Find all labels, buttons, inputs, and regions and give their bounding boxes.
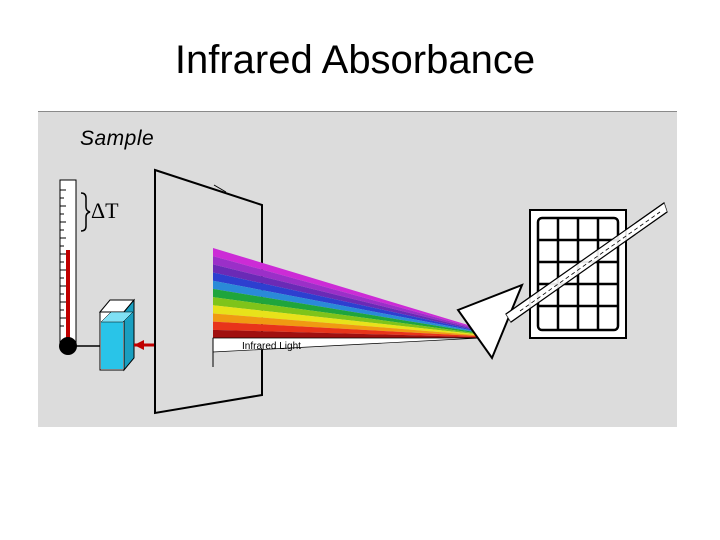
sample-label: Sample	[80, 127, 155, 150]
spectrum-band	[213, 272, 478, 332]
page-title: Infrared Absorbance	[174, 38, 536, 82]
spectrum-band	[213, 256, 478, 330]
spectrum-band	[213, 305, 478, 336]
delta-t-label: ΔT	[91, 198, 119, 223]
infrared-light-label: Infrared Light	[242, 341, 301, 352]
sample-cuvette	[98, 298, 136, 372]
spectrum-band	[213, 297, 478, 335]
delta-t-brace	[80, 192, 91, 232]
spectrum-band	[213, 321, 478, 338]
spectrum-band	[213, 248, 478, 329]
spectrum-fan	[213, 248, 478, 338]
spectrum-band	[213, 280, 478, 333]
spectrum-band	[213, 329, 478, 338]
spectrum-band	[213, 264, 478, 331]
slit-screen	[154, 168, 263, 415]
spectrum-band	[213, 313, 478, 337]
prism	[456, 283, 524, 361]
spectrum-band	[213, 288, 478, 334]
thermometer	[59, 179, 77, 355]
light-source-lamp	[505, 202, 668, 339]
